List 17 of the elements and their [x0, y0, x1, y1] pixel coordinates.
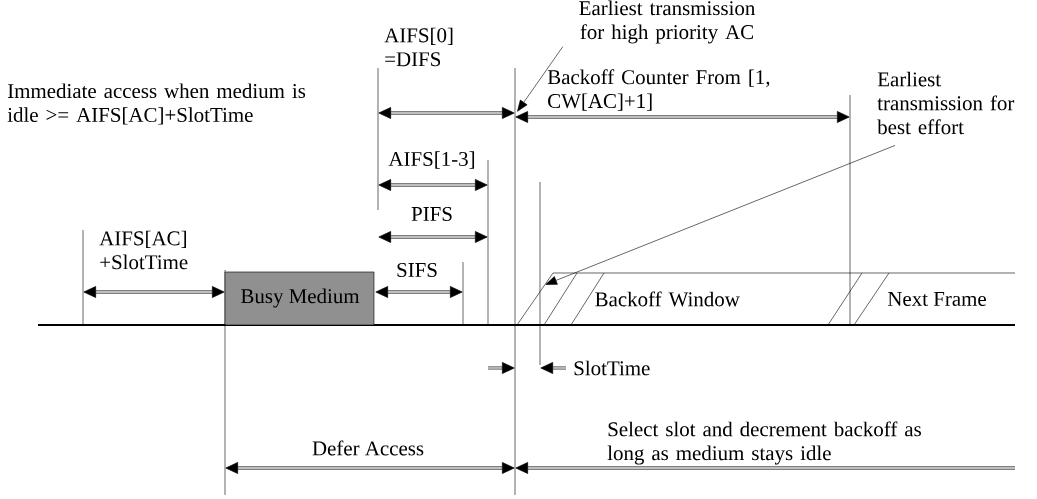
annotation-text: Earliest transmission for best effort — [877, 71, 1015, 135]
frame-band: Next Frame — [853, 272, 1016, 326]
dimension-label: Immediate access when medium is idle >= AIFS[AC]+SlotTime — [7, 83, 306, 125]
dimension-label: Defer Access — [312, 440, 424, 456]
dimension-label: Backoff Counter From [1, CW[AC]+1] — [547, 69, 770, 111]
backoff-window-band: Backoff Window — [516, 272, 863, 326]
leader-line — [545, 145, 896, 285]
dimension-label: PIFS — [411, 206, 452, 221]
busy-medium-box: Busy Medium — [224, 271, 375, 326]
annotation-text: Earliest transmission for high priority AC — [579, 0, 755, 44]
leader-line — [517, 46, 564, 112]
dimension-label: SIFS — [397, 262, 437, 277]
dimension-label: AIFS[AC] +SlotTime — [99, 230, 188, 270]
dimension-label: SlotTime — [574, 360, 650, 376]
dimension-label: Select slot and decrement backoff as long as medium stays idle — [607, 421, 921, 465]
dimension-label: AIFS[1-3] — [388, 151, 475, 169]
dimension-label: AIFS[0] =DIFS — [384, 27, 453, 67]
